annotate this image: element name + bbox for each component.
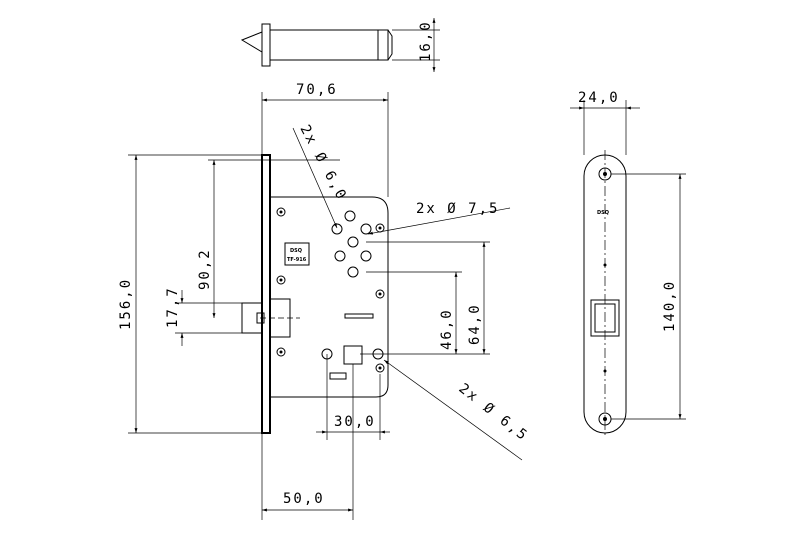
dim-faceplate-holes-label: 140,0 xyxy=(662,280,678,332)
lock-body-view: DSQ TF-916 xyxy=(241,154,389,434)
cylinder-holes xyxy=(331,210,372,278)
dim-follower-height-label: 90,2 xyxy=(197,248,213,290)
dim-hole-7-5-label: 2x Ø 7,5 xyxy=(416,201,499,217)
dim-backset-label: 50,0 xyxy=(283,491,325,507)
dim-backset: 50,0 xyxy=(261,364,354,520)
dim-spindle-offset: 30,0 xyxy=(316,354,390,440)
dim-center-64-label: 64,0 xyxy=(467,303,483,345)
dim-hole-6-0: 2x Ø 6,0 xyxy=(292,122,350,229)
dim-spindle-offset-label: 30,0 xyxy=(334,414,376,430)
dim-center-spacing: 46,0 64,0 xyxy=(360,241,490,355)
case-screw xyxy=(276,207,385,373)
dim-faceplate-width-label: 24,0 xyxy=(578,90,620,106)
dim-total-height: 156,0 xyxy=(118,154,262,434)
dim-case-width: 70,6 xyxy=(261,82,389,197)
dim-faceplate-width: 24,0 xyxy=(570,90,640,155)
dim-latch-height: 17,7 xyxy=(165,286,242,346)
dim-total-height-label: 156,0 xyxy=(118,278,134,330)
dim-faceplate-holes: 140,0 xyxy=(611,173,686,420)
dim-follower-height: 90,2 xyxy=(197,159,340,318)
dim-latch-height-label: 17,7 xyxy=(165,286,181,328)
plate-logo: DSQ xyxy=(597,210,609,216)
dim-hole-7-5: 2x Ø 7,5 xyxy=(367,201,511,235)
dim-hole-6-5-label: 2x Ø 6,5 xyxy=(456,381,532,445)
dim-hole-6-0-label: 2x Ø 6,0 xyxy=(296,122,349,203)
dim-center-46-label: 46,0 xyxy=(439,308,455,350)
dim-case-width-label: 70,6 xyxy=(296,82,338,98)
dim-bolt-height: 16,0 xyxy=(418,20,434,62)
case-logo: DSQ xyxy=(290,248,302,254)
bolt-top-view: 16,0 xyxy=(240,18,440,72)
case-logo-sub: TF-916 xyxy=(287,257,307,263)
dim-hole-6-5: 2x Ø 6,5 xyxy=(383,359,532,461)
faceplate-view: DSQ xyxy=(583,150,627,438)
